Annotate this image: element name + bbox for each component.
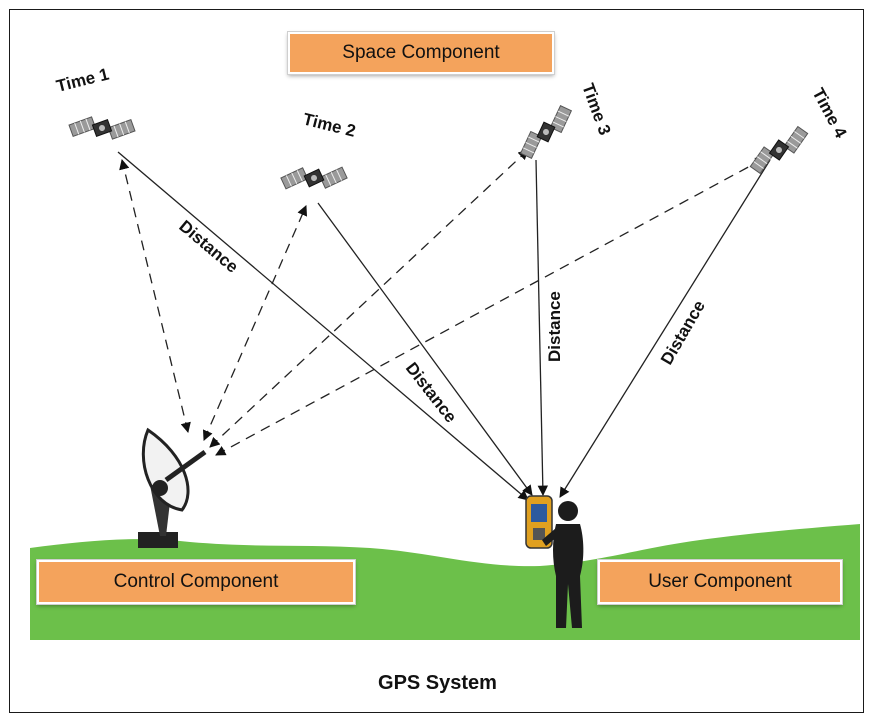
control-link-1: [119, 158, 191, 434]
distance-arrow-1: [117, 151, 529, 501]
satellite-icon: [520, 98, 572, 166]
satellite-icon: [68, 104, 136, 152]
user-component-box: User Component: [598, 560, 842, 604]
control-links: [119, 149, 766, 456]
satellite-icon: [280, 152, 348, 204]
control-component-box: Control Component: [37, 560, 355, 604]
control-link-2: [202, 205, 308, 441]
satellite-label-time-1: Time 1: [54, 64, 111, 95]
distance-arrow-3: [535, 159, 549, 497]
control-link-3: [209, 149, 529, 448]
control-link-4: [215, 157, 766, 456]
distance-label-4: Distance: [657, 297, 709, 368]
dish-antenna-icon: [138, 427, 207, 548]
distance-label-3: Distance: [545, 291, 564, 362]
space-component-box: Space Component: [288, 32, 554, 74]
satellite-label-time-2: Time 2: [301, 109, 358, 140]
satellite-icon: [749, 116, 809, 184]
person-silhouette-icon: [542, 501, 584, 628]
satellite-label-time-4: Time 4: [808, 85, 850, 142]
distance-arrow-4: [559, 159, 771, 498]
ground-hills: [30, 524, 860, 640]
gps-receiver-icon: [525, 495, 553, 549]
diagram-title: GPS System: [378, 672, 497, 694]
distance-label-1: Distance: [175, 217, 242, 277]
satellite-label-time-3: Time 3: [578, 81, 614, 138]
distance-arrows: [117, 151, 771, 501]
distance-label-2: Distance: [402, 359, 461, 427]
